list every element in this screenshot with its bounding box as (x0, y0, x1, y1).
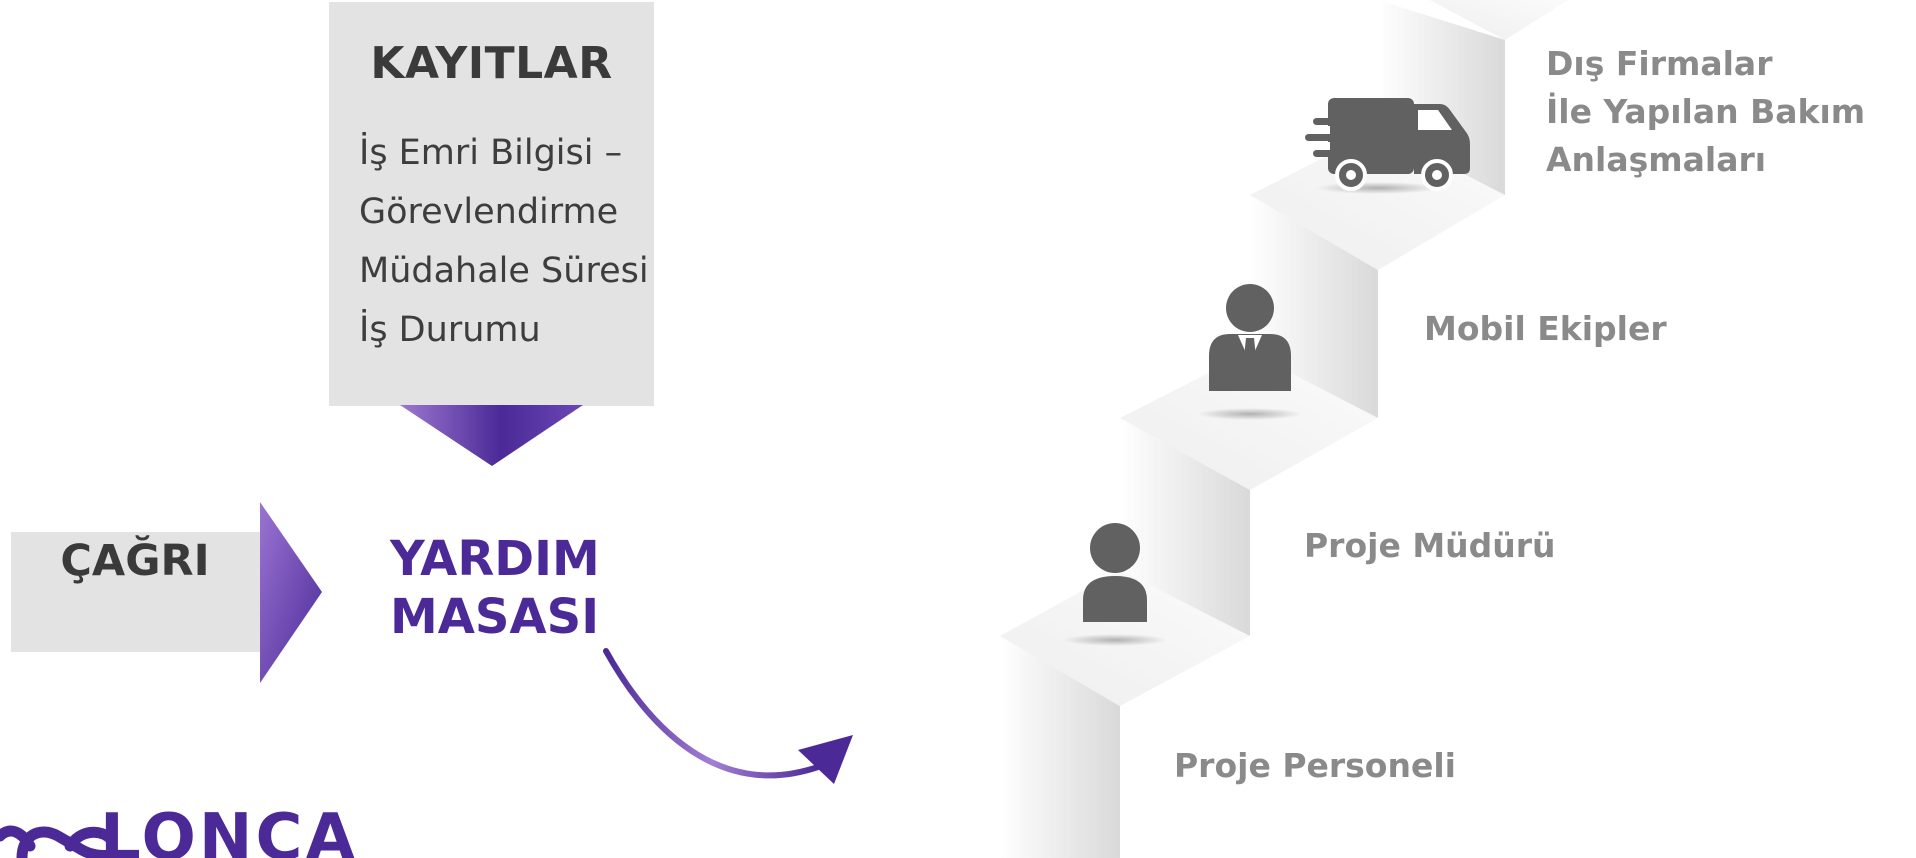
external-firms-line-1: Dış Firmalar (1546, 44, 1773, 83)
call-box (11, 532, 260, 652)
external-firms-line-2: İle Yapılan Bakım (1546, 92, 1866, 131)
records-pointer (400, 405, 583, 466)
helpdesk-line-2: MASASI (390, 589, 600, 645)
step-label-project-manager: Proje Müdürü (1304, 526, 1556, 565)
records-list: İş Emri Bilgisi – Görevlendirme Müdahale… (359, 124, 659, 360)
external-firms-line-3: Anlaşmaları (1546, 140, 1767, 179)
records-title: KAYITLAR (370, 38, 613, 89)
helpdesk-line-1: YARDIM (390, 531, 600, 587)
logo-wordmark: LONCA (100, 801, 358, 858)
businessman-icon (1198, 284, 1302, 420)
records-item: Müdahale Süresi (359, 251, 649, 291)
delivery-truck-icon (1305, 98, 1470, 194)
call-arrowhead (260, 502, 322, 683)
records-item: İş Durumu (359, 310, 541, 350)
step-label-external-firms: Dış Firmalar İle Yapılan Bakım Anlaşmala… (1546, 40, 1865, 184)
curved-arrow-head (798, 735, 853, 784)
step-label-project-staff: Proje Personeli (1174, 746, 1456, 785)
helpdesk-label: YARDIM MASASI (390, 530, 600, 646)
person-icon (1063, 523, 1167, 646)
records-item: Görevlendirme (359, 192, 619, 232)
records-item: İş Emri Bilgisi – (359, 133, 623, 173)
staircase (1000, 0, 1568, 858)
records-panel (329, 2, 654, 406)
call-label: ÇAĞRI (60, 536, 210, 586)
curved-arrow (603, 648, 821, 779)
step-label-mobile-teams: Mobil Ekipler (1424, 309, 1667, 348)
logo-mark-icon (0, 825, 122, 858)
